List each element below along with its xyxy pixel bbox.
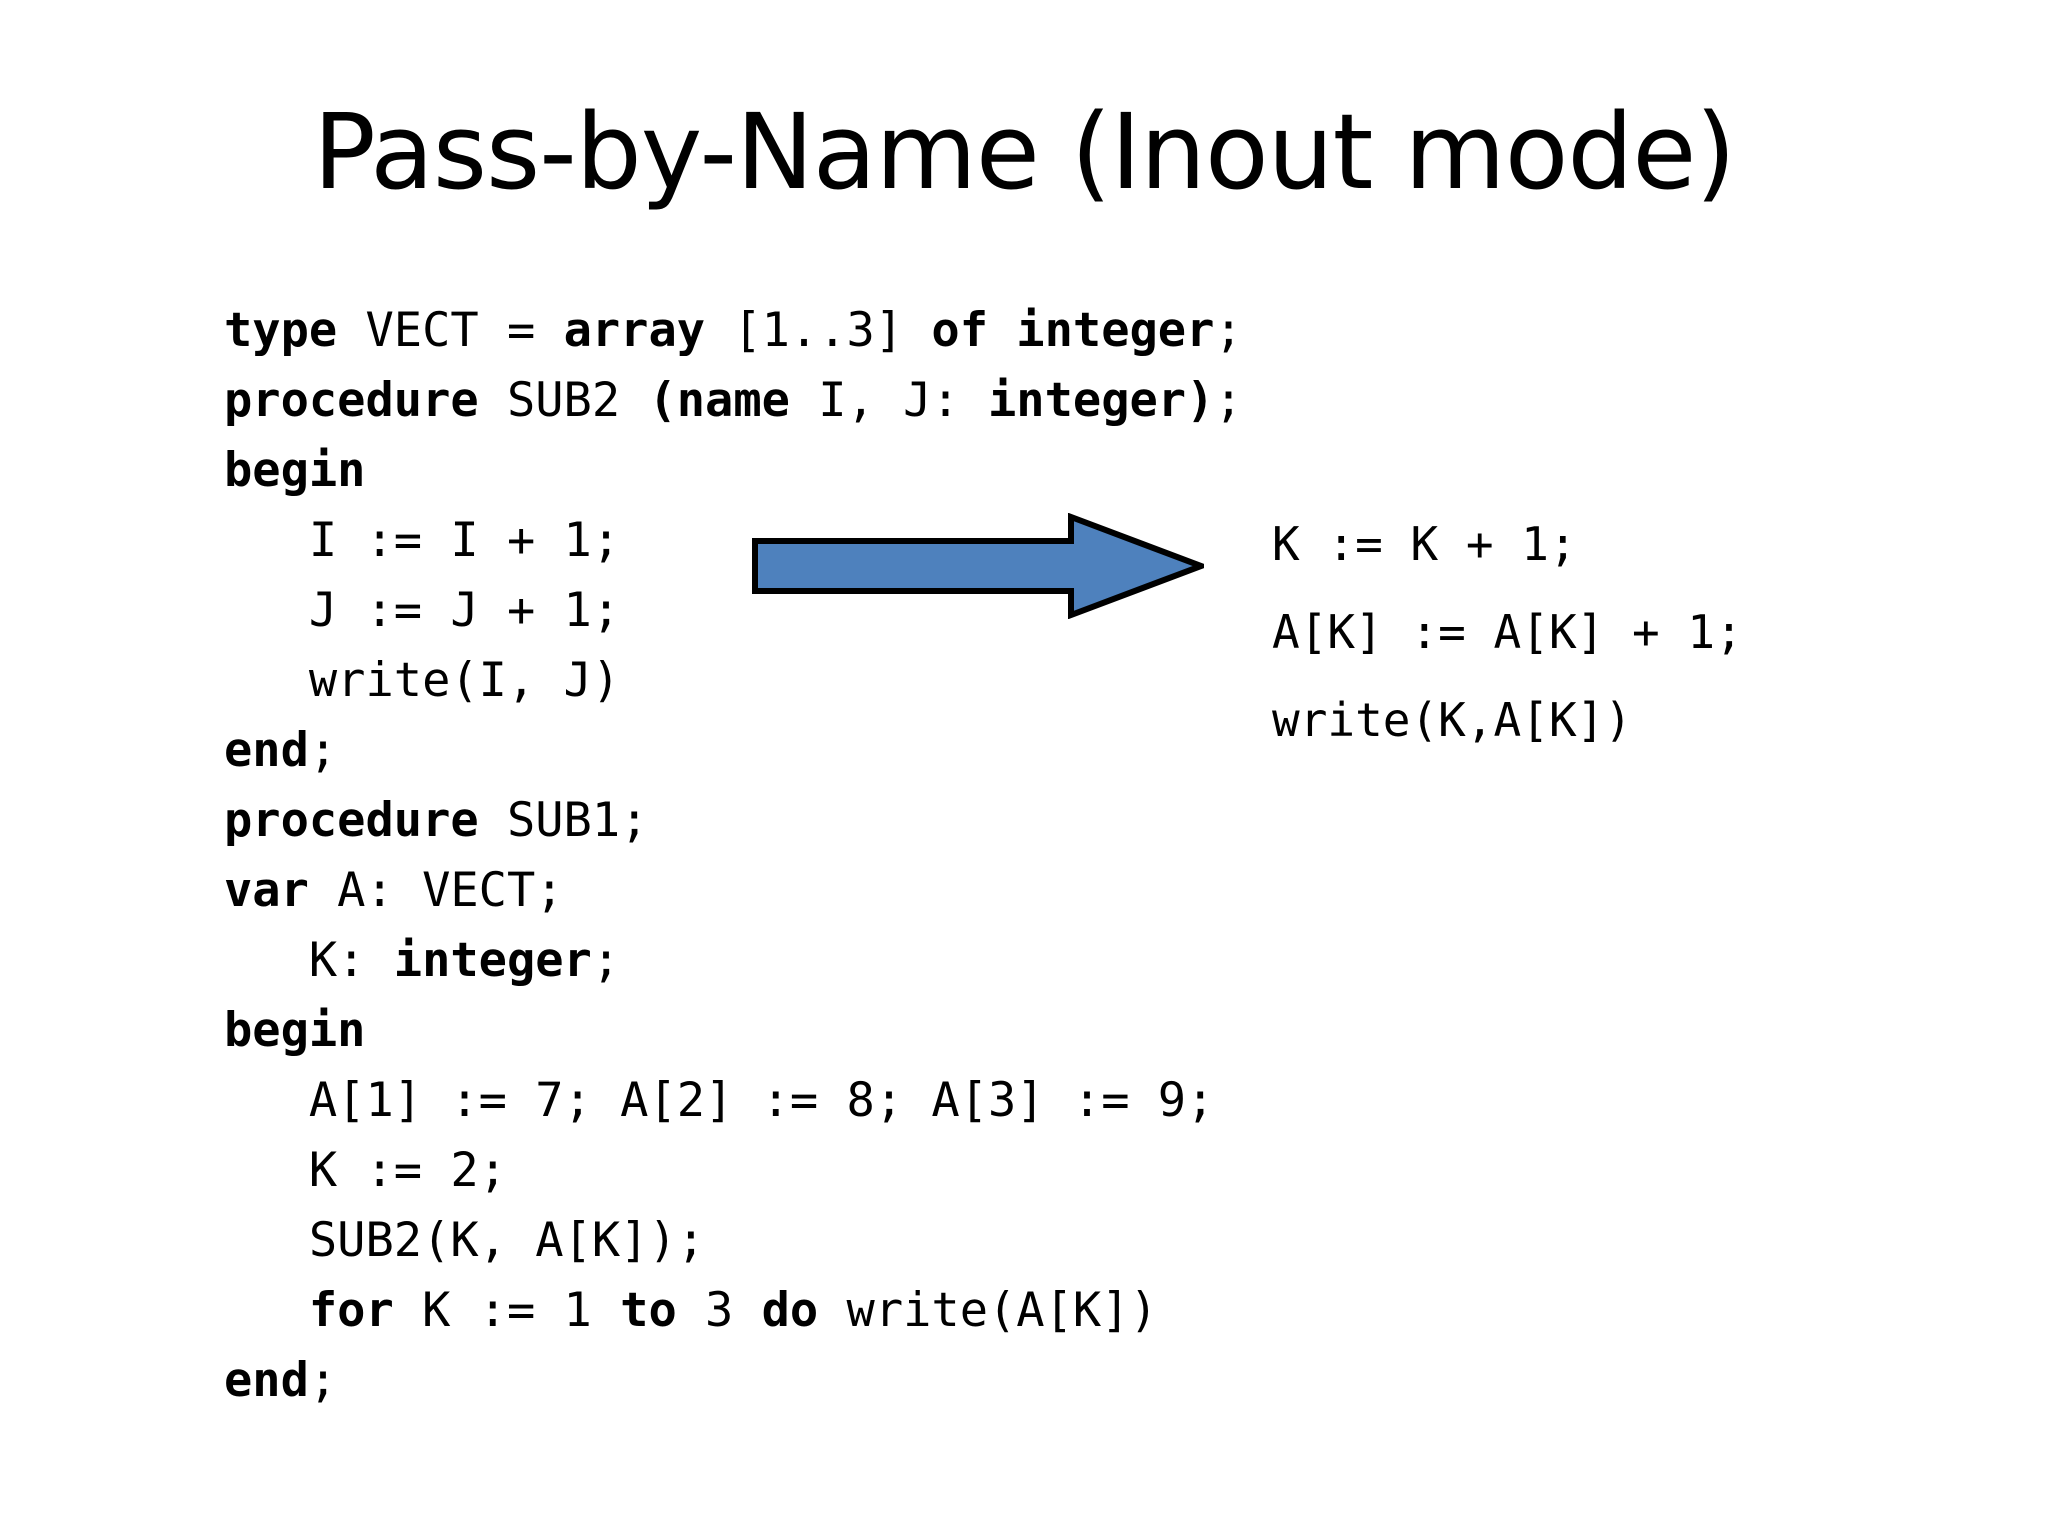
- code-text: ;: [308, 1353, 338, 1408]
- code-line: var A: VECT;: [224, 856, 1324, 926]
- code-keyword: type: [224, 303, 338, 358]
- code-keyword: array: [563, 303, 706, 358]
- code-keyword: begin: [224, 443, 366, 498]
- code-text: ;: [591, 933, 621, 988]
- code-text: J := J + 1;: [224, 583, 621, 638]
- code-line: write(I, J): [224, 646, 1324, 716]
- code-line: write(K,A[K]): [1272, 676, 1972, 764]
- code-text: I := I + 1;: [224, 513, 621, 568]
- code-text: K := 2;: [224, 1143, 507, 1198]
- code-text: ;: [1214, 303, 1243, 358]
- right-arrow-polygon: [752, 512, 1210, 620]
- code-line: procedure SUB2 (name I, J: integer);: [224, 366, 1324, 436]
- code-line: type VECT = array [1..3] of integer;: [224, 296, 1324, 366]
- code-text: write(I, J): [224, 653, 621, 708]
- code-text: [1..3]: [705, 303, 932, 358]
- code-text: ;: [1214, 373, 1243, 428]
- code-keyword: end: [224, 723, 309, 778]
- code-line: end;: [224, 1346, 1324, 1416]
- code-line: begin: [224, 996, 1324, 1066]
- code-line: J := J + 1;: [224, 576, 1324, 646]
- code-line: for K := 1 to 3 do write(A[K]): [224, 1276, 1324, 1346]
- code-keyword: procedure: [224, 373, 479, 428]
- code-text: [224, 1283, 309, 1338]
- code-text: A[1] := 7; A[2] := 8; A[3] := 9;: [224, 1073, 1215, 1128]
- code-text: write(A[K]): [818, 1283, 1158, 1338]
- code-block-left: type VECT = array [1..3] of integer;proc…: [224, 296, 1324, 1416]
- code-text: I, J:: [789, 373, 989, 428]
- code-text: SUB1;: [478, 793, 649, 848]
- code-line: end;: [224, 716, 1324, 786]
- code-keyword: do: [761, 1283, 819, 1338]
- code-line: I := I + 1;: [224, 506, 1324, 576]
- code-block-right: K := K + 1; A[K] := A[K] + 1; write(K,A[K]…: [1272, 500, 1972, 764]
- page-title: Pass-by-Name (Inout mode): [313, 91, 1736, 213]
- code-text: write(K,A[K]): [1272, 693, 1633, 747]
- code-line: SUB2(K, A[K]);: [224, 1206, 1324, 1276]
- code-line: begin: [224, 436, 1324, 506]
- code-keyword: (name: [648, 373, 790, 428]
- code-line: K := K + 1;: [1272, 500, 1972, 588]
- code-line: K := 2;: [224, 1136, 1324, 1206]
- code-text: A: VECT;: [308, 863, 564, 918]
- code-line: A[K] := A[K] + 1;: [1272, 588, 1972, 676]
- code-keyword: procedure: [224, 793, 479, 848]
- code-text: K:: [224, 933, 394, 988]
- right-arrow-shape: [752, 512, 1210, 620]
- code-keyword: to: [620, 1283, 677, 1338]
- code-keyword: end: [224, 1353, 309, 1408]
- code-text: K := 1: [393, 1283, 621, 1338]
- code-keyword: var: [224, 863, 309, 918]
- right-arrow-icon: [752, 512, 1210, 620]
- code-text: SUB2: [478, 373, 649, 428]
- code-keyword: of integer: [931, 303, 1215, 358]
- code-text: A[K] := A[K] + 1;: [1272, 605, 1743, 659]
- code-keyword: integer: [393, 933, 592, 988]
- code-keyword: for: [308, 1283, 394, 1338]
- code-line: A[1] := 7; A[2] := 8; A[3] := 9;: [224, 1066, 1324, 1136]
- code-text: VECT =: [337, 303, 564, 358]
- code-line: K: integer;: [224, 926, 1324, 996]
- code-text: SUB2(K, A[K]);: [224, 1213, 706, 1268]
- code-keyword: integer): [988, 373, 1215, 428]
- code-line: procedure SUB1;: [224, 786, 1324, 856]
- code-keyword: begin: [224, 1003, 366, 1058]
- code-text: K := K + 1;: [1272, 517, 1577, 571]
- code-text: ;: [308, 723, 338, 778]
- code-text: 3: [676, 1283, 762, 1338]
